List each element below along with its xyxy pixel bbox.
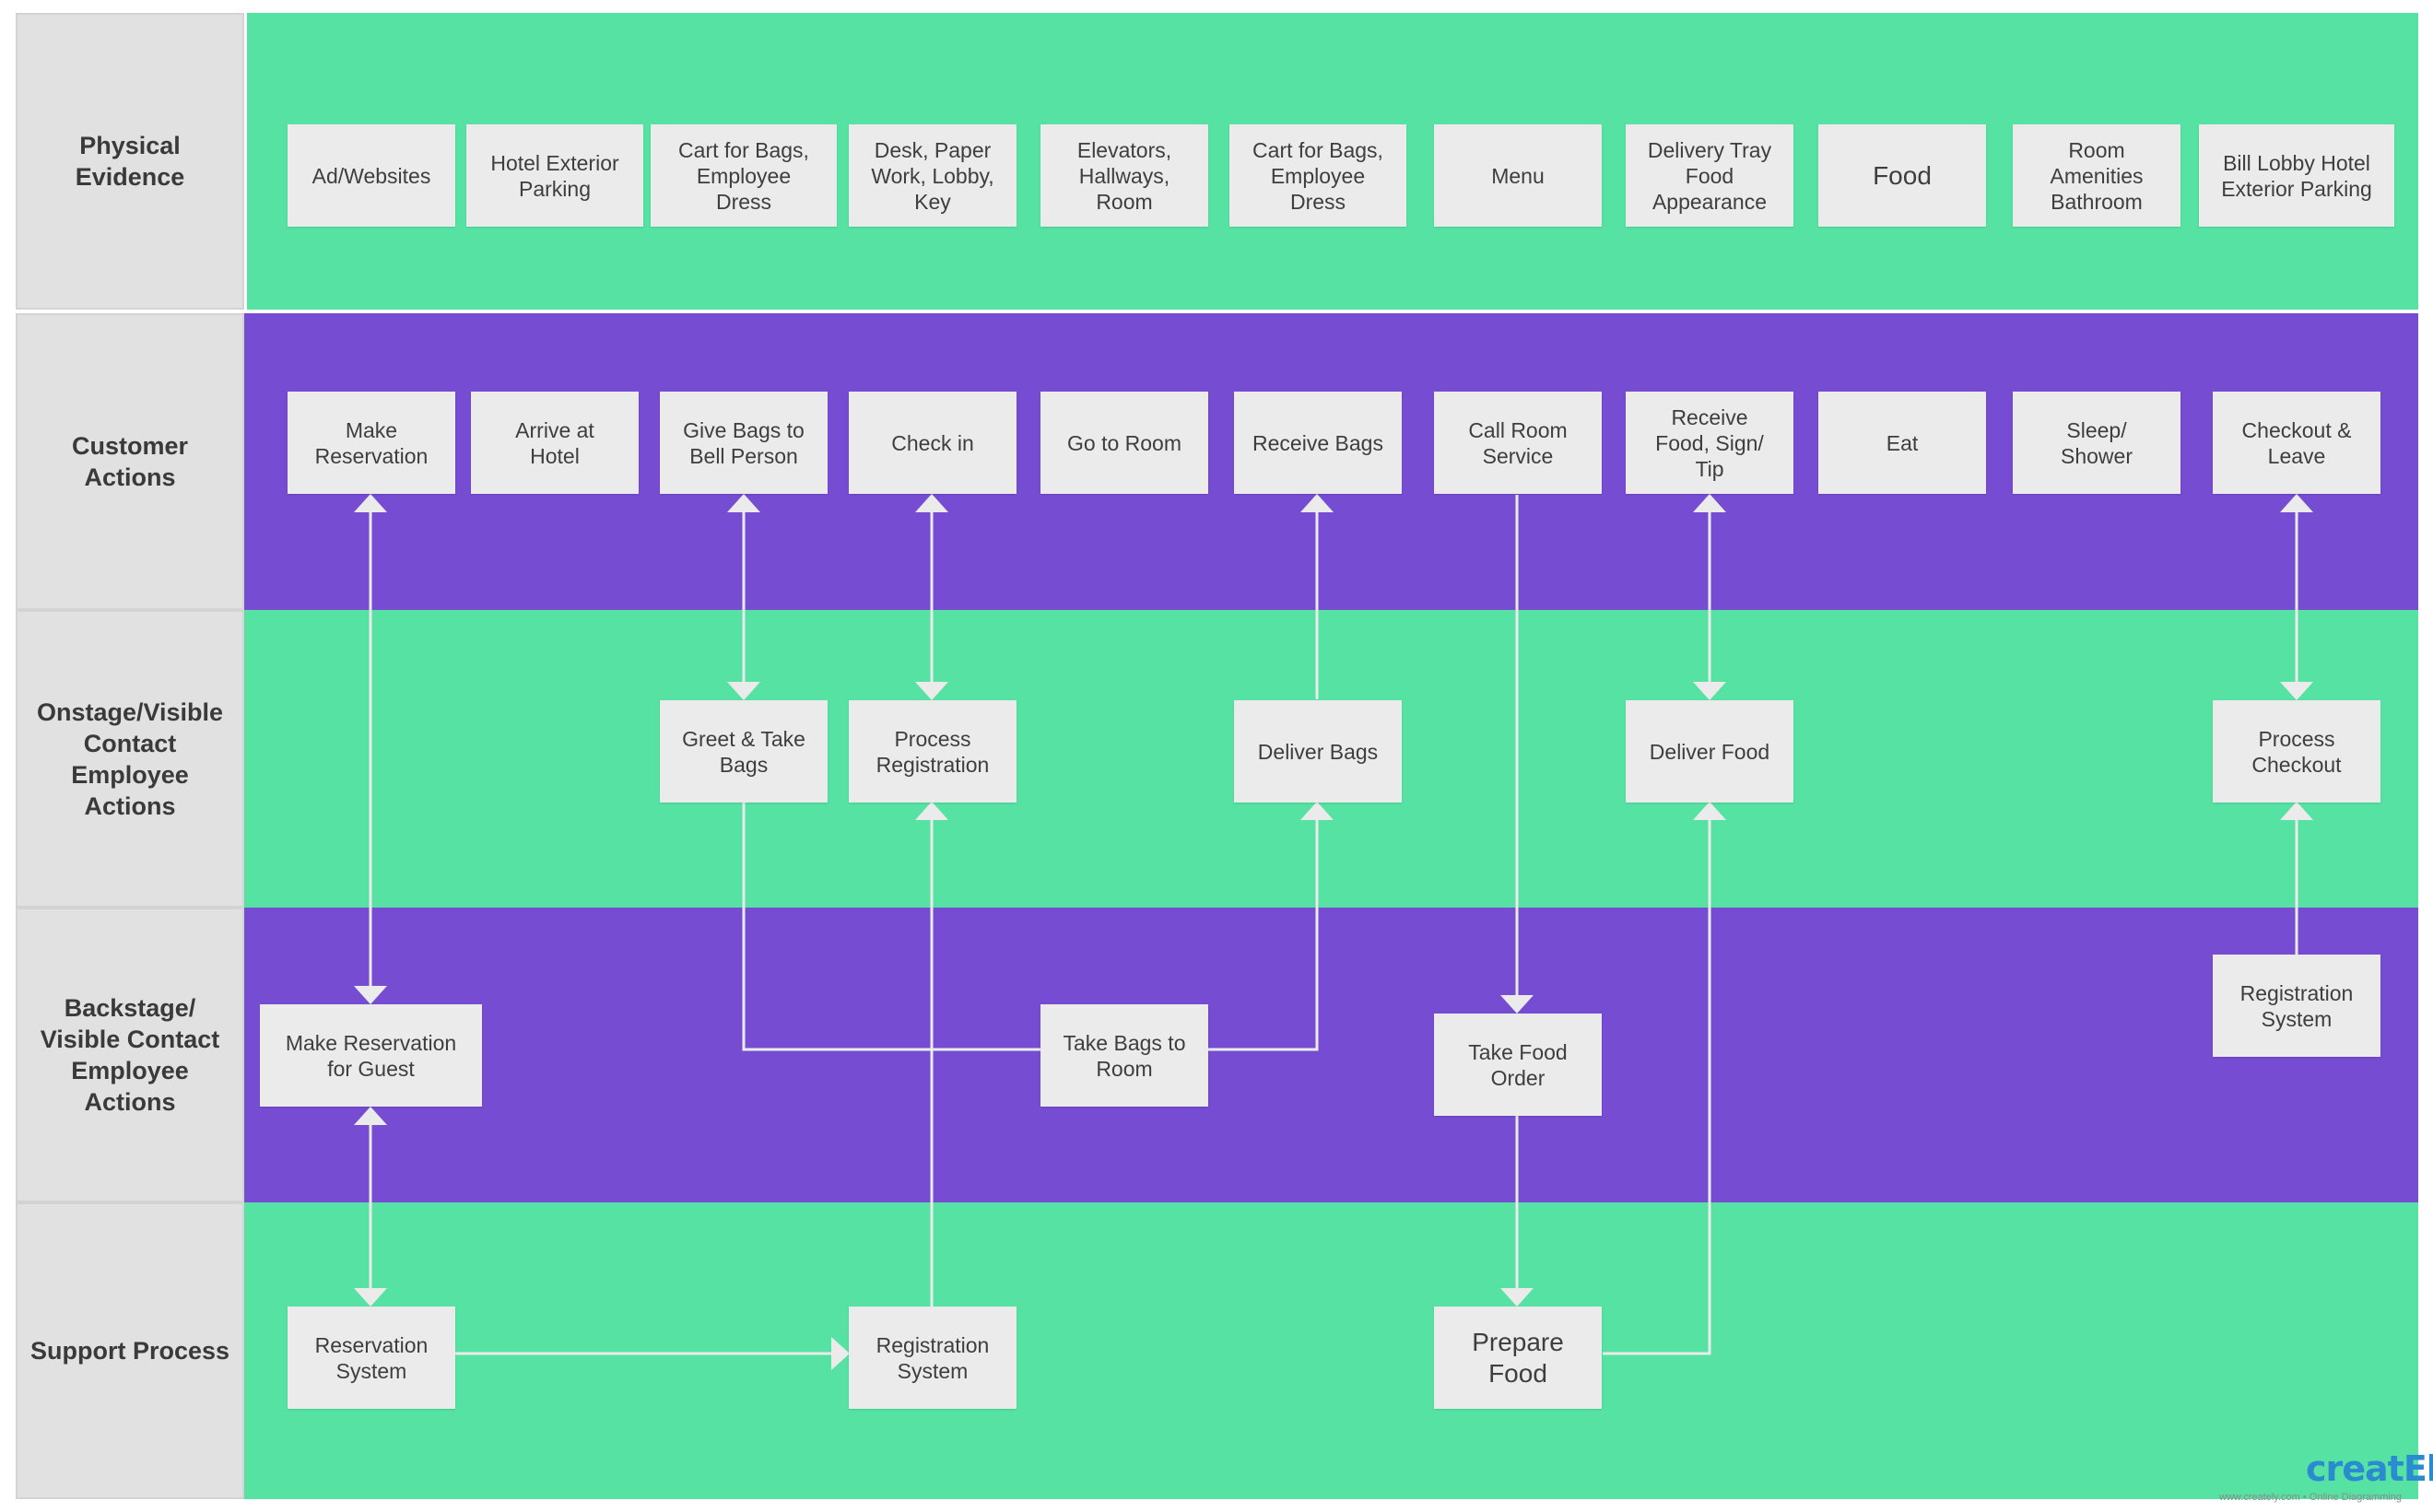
onstage-deliver-bags: Deliver Bags <box>1234 700 1402 803</box>
backstage-make-reservation-for-guest: Make Reservation for Guest <box>260 1004 482 1107</box>
creately-logo: creatEly <box>2306 1448 2433 1489</box>
lane-label-customer-actions: Customer Actions <box>16 313 244 610</box>
creately-tagline: www.creately.com • Online Diagramming <box>2219 1492 2403 1503</box>
lane-label-onstage: Onstage/Visible Contact Employee Actions <box>16 610 244 908</box>
evidence-hotel-exterior-parking: Hotel Exterior Parking <box>466 124 643 227</box>
evidence-elevators-hallways: Elevators, Hallways, Room <box>1040 124 1208 227</box>
lane-label-physical-evidence: Physical Evidence <box>16 13 244 310</box>
onstage-greet-take-bags: Greet & Take Bags <box>660 700 828 803</box>
evidence-menu: Menu <box>1434 124 1602 227</box>
onstage-process-registration: Process Registration <box>849 700 1017 803</box>
evidence-bill-lobby: Bill Lobby Hotel Exterior Parking <box>2199 124 2394 227</box>
customer-check-in: Check in <box>849 392 1017 494</box>
customer-sleep-shower: Sleep/ Shower <box>2013 392 2180 494</box>
onstage-process-checkout: Process Checkout <box>2213 700 2380 803</box>
customer-receive-bags: Receive Bags <box>1234 392 1402 494</box>
backstage-take-bags-to-room: Take Bags to Room <box>1040 1004 1208 1107</box>
evidence-cart-for-bags: Cart for Bags, Employee Dress <box>651 124 837 227</box>
backstage-take-food-order: Take Food Order <box>1434 1014 1602 1116</box>
support-prepare-food: Prepare Food <box>1434 1307 1602 1409</box>
backstage-registration-system: Registration System <box>2213 955 2380 1057</box>
evidence-delivery-tray: Delivery Tray Food Appearance <box>1626 124 1793 227</box>
customer-receive-food: Receive Food, Sign/ Tip <box>1626 392 1793 494</box>
lane-label-backstage: Backstage/ Visible Contact Employee Acti… <box>16 908 244 1202</box>
customer-make-reservation: Make Reservation <box>288 392 455 494</box>
onstage-deliver-food: Deliver Food <box>1626 700 1793 803</box>
customer-checkout-leave: Checkout & Leave <box>2213 392 2380 494</box>
evidence-desk-paper-work: Desk, Paper Work, Lobby, Key <box>849 124 1017 227</box>
customer-give-bags: Give Bags to Bell Person <box>660 392 828 494</box>
lane-label-support: Support Process <box>16 1202 244 1499</box>
customer-go-to-room: Go to Room <box>1040 392 1208 494</box>
evidence-room-amenities: Room Amenities Bathroom <box>2013 124 2180 227</box>
customer-eat: Eat <box>1818 392 1986 494</box>
customer-call-room-service: Call Room Service <box>1434 392 1602 494</box>
support-registration-system: Registration System <box>849 1307 1017 1409</box>
customer-arrive-at-hotel: Arrive at Hotel <box>471 392 639 494</box>
lane-backstage-bg <box>242 908 2418 1202</box>
evidence-cart-for-bags-2: Cart for Bags, Employee Dress <box>1229 124 1406 227</box>
support-reservation-system: Reservation System <box>288 1307 455 1409</box>
lane-support-bg <box>242 1202 2418 1499</box>
evidence-ad-websites: Ad/Websites <box>288 124 455 227</box>
evidence-food: Food <box>1818 124 1986 227</box>
